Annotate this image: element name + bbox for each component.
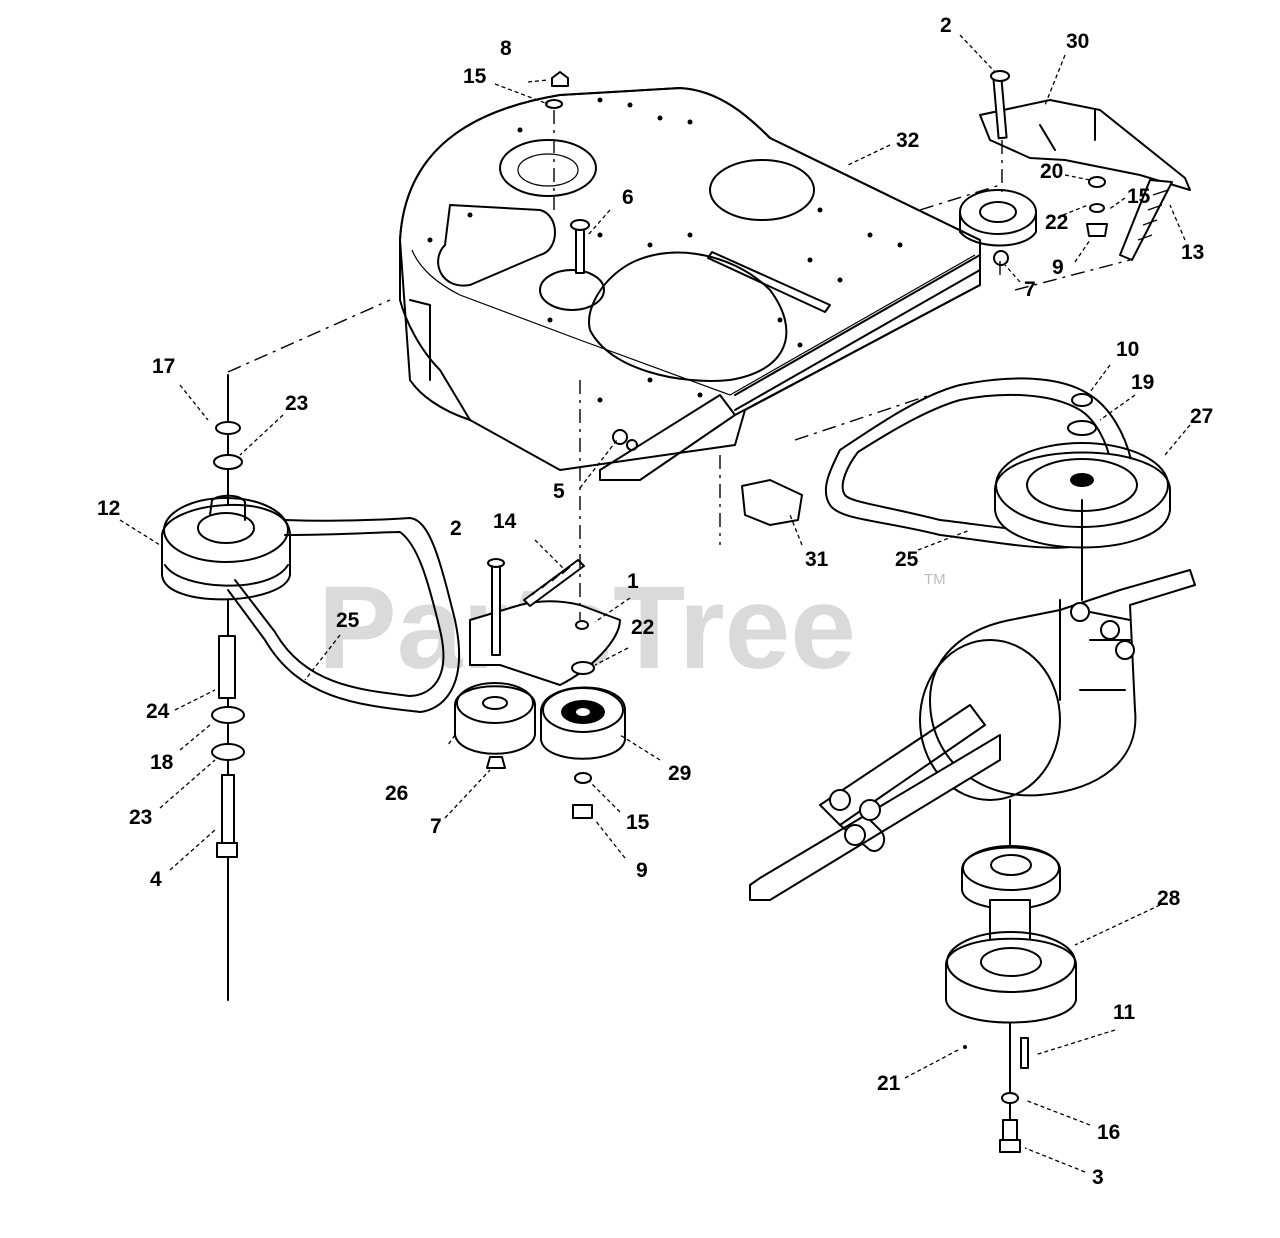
- callout-17: 17: [152, 355, 175, 378]
- callout-7: 7: [1024, 278, 1036, 301]
- deck-plate: [399, 87, 981, 471]
- drive-belt-left: [227, 517, 461, 713]
- callout-2: 2: [940, 14, 952, 37]
- callout-1: 1: [627, 570, 639, 593]
- leader-lines: [119, 34, 1191, 1173]
- callout-22: 22: [631, 616, 654, 639]
- callout-8: 8: [500, 37, 512, 60]
- callout-labels: 8 15 2 30 32 6 20 15 22 13 9 7 17 23 10 …: [97, 14, 1213, 1189]
- callout-25: 25: [336, 609, 360, 632]
- callout-9: 9: [1052, 256, 1064, 279]
- callout-30: 30: [1066, 30, 1089, 53]
- callout-20: 20: [1040, 160, 1063, 183]
- callout-12: 12: [97, 497, 120, 520]
- callout-23: 23: [285, 392, 308, 415]
- callout-29: 29: [668, 762, 691, 785]
- transaxle: [749, 569, 1196, 901]
- callout-27: 27: [1190, 405, 1213, 428]
- callout-9: 9: [636, 859, 648, 882]
- callout-31: 31: [805, 548, 829, 571]
- callout-2: 2: [450, 517, 462, 540]
- left-pulley-assembly: [161, 374, 291, 1001]
- callout-15: 15: [1127, 185, 1151, 208]
- callout-22: 22: [1045, 211, 1068, 234]
- callout-3: 3: [1092, 1166, 1104, 1189]
- callout-19: 19: [1131, 371, 1154, 394]
- lower-pulley-assembly: [945, 799, 1077, 1153]
- callout-15: 15: [463, 65, 487, 88]
- callout-13: 13: [1181, 241, 1204, 264]
- phantom-lines: [227, 110, 1131, 620]
- callout-10: 10: [1116, 338, 1139, 361]
- misc-parts: [545, 71, 803, 526]
- callout-32: 32: [896, 129, 919, 152]
- callout-21: 21: [877, 1072, 901, 1095]
- callout-23: 23: [129, 806, 152, 829]
- callout-4: 4: [150, 868, 162, 891]
- callout-11: 11: [1113, 1001, 1136, 1024]
- callout-7: 7: [430, 815, 442, 838]
- callout-6: 6: [622, 186, 634, 209]
- callout-16: 16: [1097, 1121, 1120, 1144]
- callout-5: 5: [553, 480, 565, 503]
- callout-14: 14: [493, 510, 517, 533]
- callout-25: 25: [895, 548, 919, 571]
- callout-18: 18: [150, 751, 174, 774]
- idler-bracket-assembly: [959, 70, 1191, 266]
- transmission-pulley: [994, 393, 1171, 601]
- watermark-trademark: TM: [924, 571, 946, 588]
- drive-belt-right: [824, 377, 1136, 549]
- callout-28: 28: [1157, 887, 1181, 910]
- callout-15: 15: [626, 811, 650, 834]
- idler-pulleys: [454, 558, 626, 819]
- callout-26: 26: [385, 782, 408, 805]
- callout-24: 24: [146, 700, 170, 723]
